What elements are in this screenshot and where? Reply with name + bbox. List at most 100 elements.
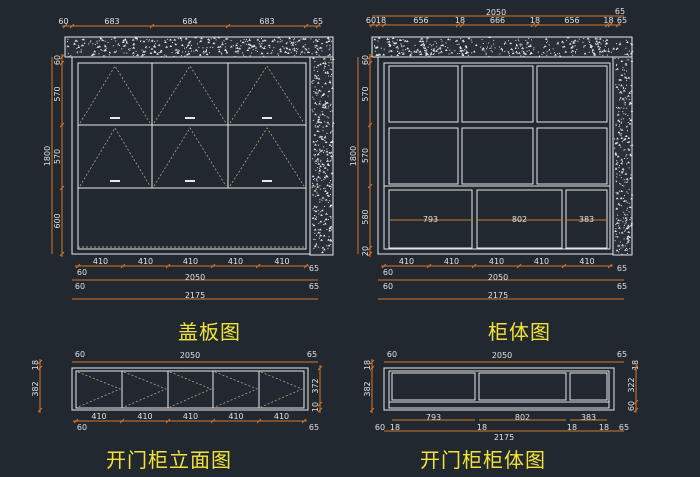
cover-wall-top-speck [293,38,295,40]
cover-wall-right-speck [322,92,326,95]
body-wall-top-speck [386,41,388,43]
body-wall-right-speck [615,124,617,126]
cover-wall-top-speck [129,48,131,50]
cover-wall-top-speck [98,40,100,42]
body-wall-right-speck [615,191,617,193]
cover-wall-top-speck [319,46,322,49]
body-left-dim-label: 580 [361,209,370,224]
elev-left-dim-tick [37,407,43,413]
elev-door-swing [260,371,304,408]
cover-wall-top-speck [242,54,244,56]
cover-wall-top-speck [318,38,320,40]
body-wall-right-speck [615,197,619,200]
body-wall-top-speck [414,44,416,46]
body-wall-right-speck [620,231,624,234]
body-wall-top-speck [440,38,442,40]
body-wall-top-speck [462,41,464,43]
body-wall-top-speck [450,51,454,54]
body-wall-right-speck [617,202,621,205]
body-compartment [388,127,459,185]
cover-wall-top-speck [269,47,271,49]
body-wall-top-speck [456,43,458,45]
cover-wall-top-speck [317,49,319,51]
body-wall-top-speck [607,50,611,53]
cover-wall-right-speck [314,232,316,234]
cover-wall-top-speck [236,42,238,44]
cover-wall-top-speck [321,43,323,45]
odb-left-dim-tick [369,359,375,365]
body-top-dim-tick [607,22,613,28]
body-wall-right-speck [627,122,629,124]
cover-wall-top-speck [240,45,242,47]
body-wall-right-speck [620,197,622,199]
cover-bottom-right: 65 [309,264,319,273]
body-wall-top-speck [426,49,428,51]
cover-wall-top-speck [292,48,294,50]
cover-wall-top-speck [224,46,226,48]
body-wall-right-speck [620,170,624,173]
body-wall-right-speck [626,70,628,72]
body-wall-top-speck [557,53,559,55]
elev-bottom-dim-label: 410 [183,412,198,421]
body-wall-right-speck [628,202,630,204]
cover-wall-right-speck [330,145,332,147]
cover-wall-right-speck [316,235,318,237]
body-wall-top-speck [521,50,523,52]
cover-wall-right-speck [317,209,319,211]
body-wall-right-speck [622,139,624,141]
cover-wall-top-speck [256,38,260,41]
body-wall-top-speck [480,46,482,48]
body-bottom-dim-tick [607,263,613,269]
body-wall-right-speck [628,227,630,229]
body-wall-top-speck [400,43,402,45]
cover-wall-right-speck [323,136,327,139]
cover-wall-right-speck [328,65,330,67]
cover-door-handle [110,117,120,119]
cover-wall-top-speck [115,50,117,52]
cover-wall-right-speck [321,149,323,151]
body-wall-top-speck [430,51,432,53]
cover-wall-top-speck [70,55,72,57]
body-wall-top-speck [598,37,602,40]
body-wall-top-speck [588,40,590,42]
cover-wall-right-speck [314,155,316,157]
cover-wall-top-speck [127,49,129,51]
cover-wall-right-speck [314,210,318,213]
body-wall-right-speck [615,85,619,88]
cover-wall-top-speck [89,41,91,43]
body-wall-right-speck [620,146,622,148]
body-wall-top-speck [504,41,506,43]
body-wall-right-speck [626,84,628,86]
cover-wall-right-speck [312,56,315,59]
body-wall-right-speck [622,221,624,223]
cover-top-dim-tick [315,23,321,29]
body-wall-top-speck [424,52,426,54]
body-wall-top-speck [512,50,514,52]
cover-wall-right-speck [324,177,326,179]
body-wall-top-speck [559,52,561,54]
cover-wall-right-speck [324,115,326,117]
cover-wall-top-speck [285,42,287,44]
cover-wall-right-speck [313,148,317,151]
body-wall-right-speck [624,76,628,79]
odb-compartment [478,372,567,401]
body-wall-top-speck [486,48,488,50]
cover-wall-right-speck [329,68,331,70]
body-wall-top-speck [516,43,518,45]
cover-wall-top-speck [288,48,292,51]
cover-wall-right-speck [330,103,332,105]
body-wall-top-speck [432,44,434,46]
body-frame-outer [377,56,614,255]
body-wall-right-speck [623,224,625,226]
body-wall-right-speck [626,98,628,100]
cover-wall-right-speck [317,70,319,72]
cover-wall-top-speck [150,39,154,42]
cover-wall-top-speck [207,38,210,41]
body-wall-right-speck [624,216,628,219]
body-wall-right-speck [624,245,626,247]
body-wall-top-speck [515,44,519,47]
cover-wall-top-speck [184,55,186,57]
body-wall-top-speck [573,40,575,42]
cover-wall-right-speck [322,126,324,128]
cover-wall-right-speck [330,226,332,228]
